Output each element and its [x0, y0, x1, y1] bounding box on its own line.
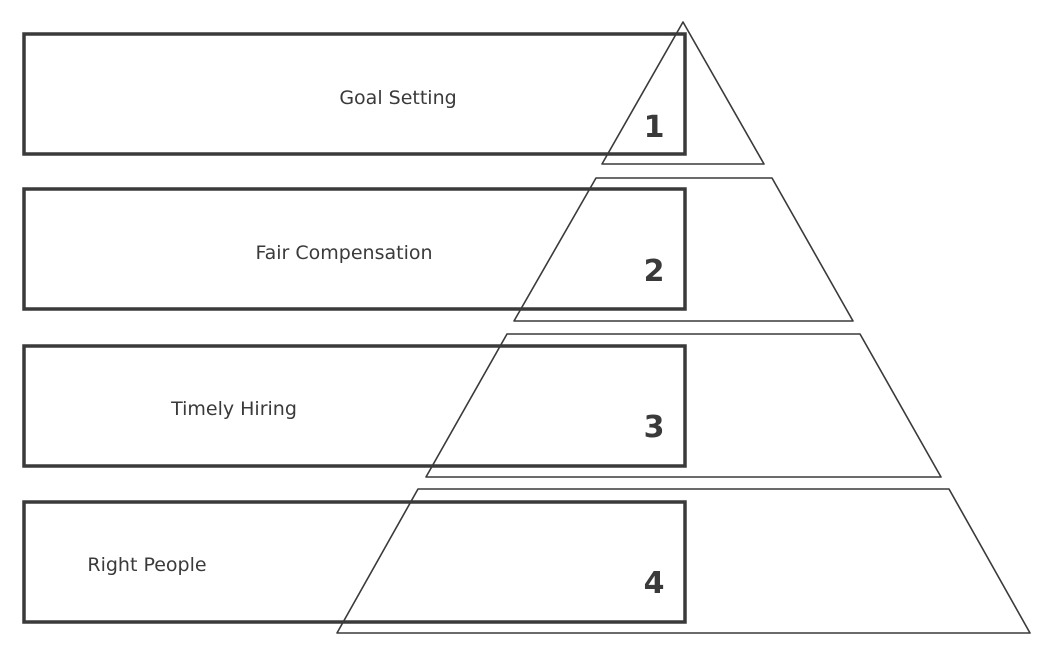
level-label-4: Right People	[87, 554, 206, 576]
label-box-2	[22, 187, 687, 311]
label-box-3	[22, 344, 687, 468]
level-label-3: Timely Hiring	[170, 398, 297, 420]
pyramid-level-2: Fair Compensation 2	[22, 177, 854, 322]
level-label-1: Goal Setting	[339, 87, 456, 109]
pyramid-tier-2	[513, 177, 854, 322]
level-label-2: Fair Compensation	[255, 242, 432, 264]
level-number-2: 2	[644, 254, 665, 289]
level-number-3: 3	[644, 410, 665, 445]
pyramid-tier-4	[336, 488, 1031, 634]
level-number-1: 1	[644, 110, 665, 145]
pyramid-level-1: Goal Setting 1	[22, 21, 765, 165]
pyramid-level-4: Right People 4	[22, 488, 1031, 634]
label-box-4	[22, 500, 687, 624]
label-box-1	[22, 32, 687, 156]
pyramid-tier-3	[425, 333, 942, 478]
pyramid-tier-1	[601, 21, 765, 165]
level-number-4: 4	[644, 566, 665, 601]
pyramid-level-3: Timely Hiring 3	[22, 333, 942, 478]
